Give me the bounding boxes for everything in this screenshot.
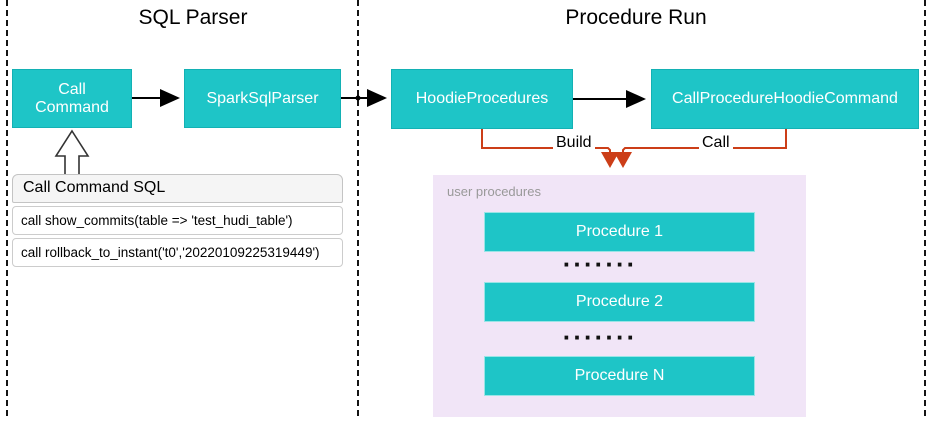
sql-parser-section-title: SQL Parser [138,6,248,29]
ellipsis-dots: ······· [562,322,638,352]
call-edge-label: Call [699,134,733,152]
node-hoodie-procedures: HoodieProcedures [391,69,573,129]
procedure-run-section-title: Procedure Run [565,6,707,29]
right-dashed-border [924,0,926,416]
hollow-up-arrow [54,129,90,176]
procedure-n-label: Procedure N [574,367,665,384]
node-spark-sql-parser-label: SparkSqlParser [206,89,319,107]
ellipsis-dots: ······· [562,249,638,279]
node-call-command: Call Command [12,69,132,128]
node-spark-sql-parser: SparkSqlParser [184,69,341,128]
procedure-2-box: Procedure 2 [484,282,755,322]
procedure-n-box: Procedure N [484,356,755,396]
build-edge-label: Build [553,134,595,152]
procedure-2-label: Procedure 2 [575,293,664,310]
procedure-1-label: Procedure 1 [575,223,664,240]
node-call-command-label: Call Command [35,80,109,116]
user-procedures-container: user procedures Procedure 1 ······· Proc… [433,175,806,417]
sql-example-row: call rollback_to_instant('t0','202201092… [12,238,343,267]
procedure-1-box: Procedure 1 [484,212,755,252]
section-divider-dashed [357,0,359,416]
sql-panel-title: Call Command SQL [12,174,343,203]
sql-example-row: call show_commits(table => 'test_hudi_ta… [12,206,343,235]
left-dashed-border [6,0,8,416]
node-call-procedure-hoodie-command-label: CallProcedureHoodieCommand [672,90,898,107]
node-hoodie-procedures-label: HoodieProcedures [415,90,549,107]
call-command-sql-panel: Call Command SQL call show_commits(table… [12,174,343,267]
user-procedures-label: user procedures [447,184,541,199]
node-call-procedure-hoodie-command: CallProcedureHoodieCommand [651,69,919,129]
